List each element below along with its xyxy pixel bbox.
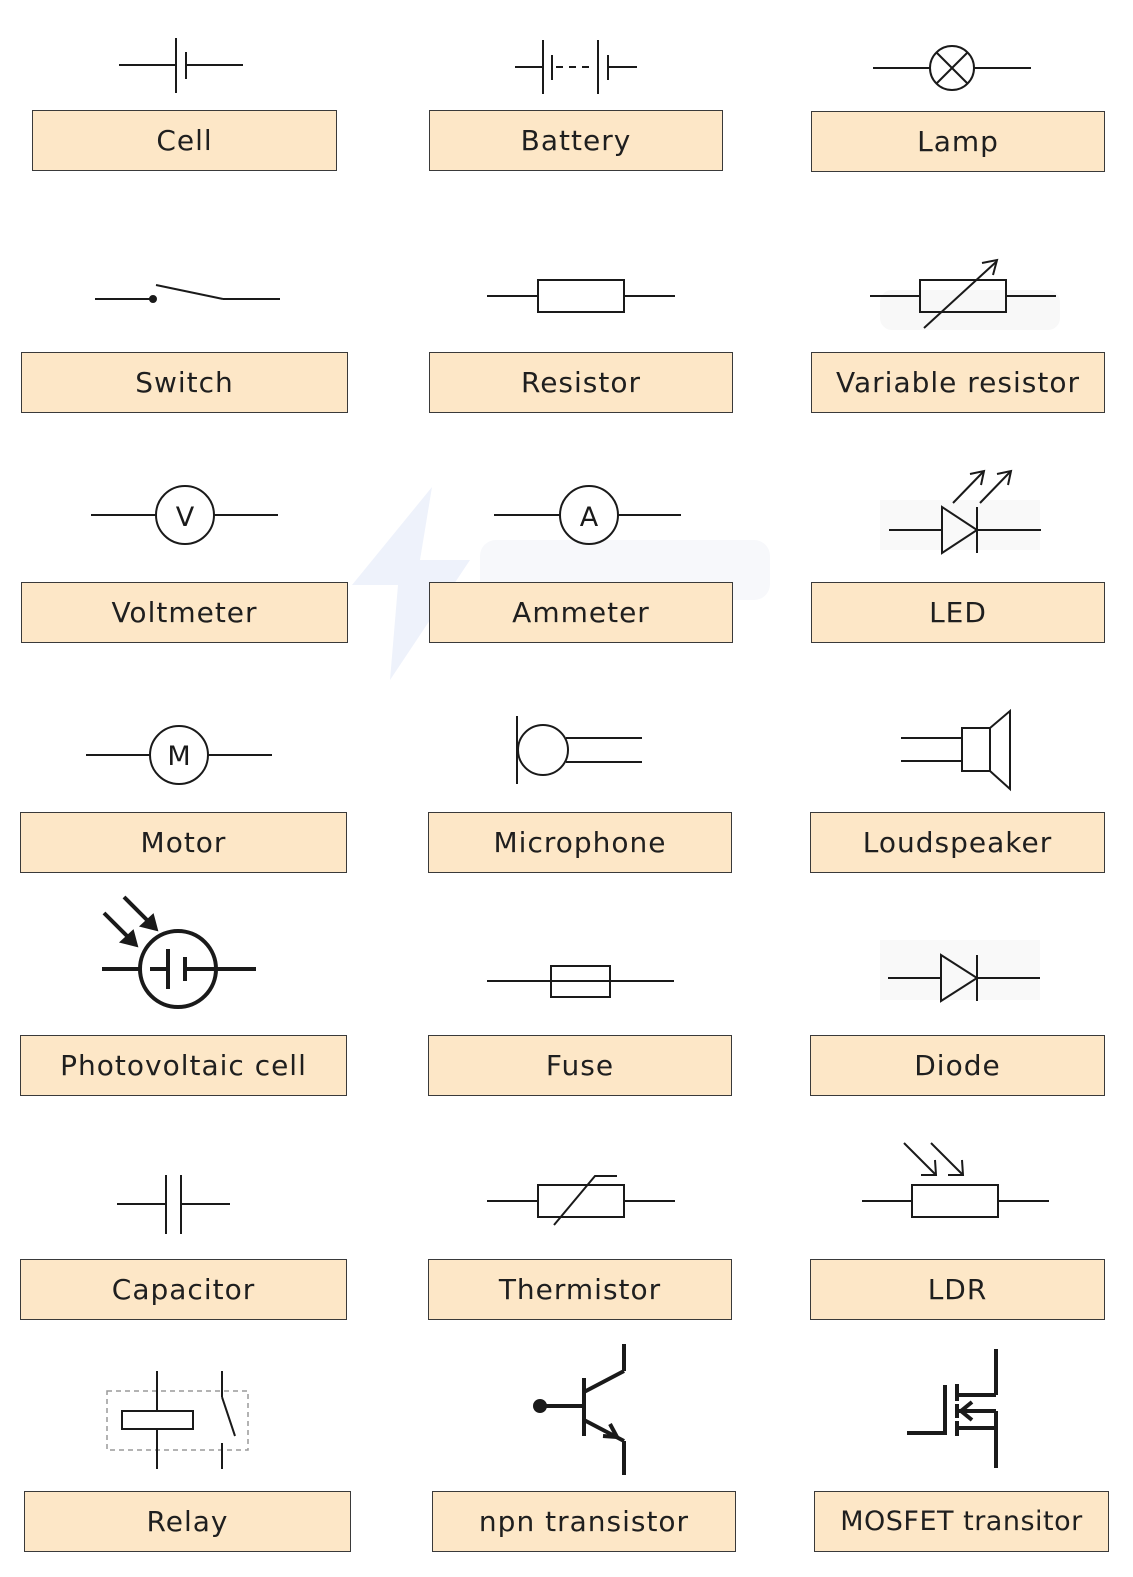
label-battery: Battery <box>429 110 723 171</box>
switch-symbol <box>95 284 280 303</box>
photovoltaic-cell-symbol <box>102 895 256 1009</box>
npn-transistor-symbol <box>533 1344 626 1475</box>
resistor-symbol <box>487 279 675 313</box>
mosfet-symbol <box>907 1349 998 1468</box>
led-symbol <box>889 469 1041 555</box>
label-npn-transistor: npn transistor <box>432 1491 736 1552</box>
diode-symbol <box>888 953 1040 1003</box>
label-ammeter: Ammeter <box>429 582 733 643</box>
label-variable-resistor: Variable resistor <box>811 352 1105 413</box>
voltmeter-letter: V <box>176 502 195 533</box>
label-ldr: LDR <box>810 1259 1105 1320</box>
label-motor: Motor <box>20 812 347 873</box>
label-fuse: Fuse <box>428 1035 732 1096</box>
label-switch: Switch <box>21 352 348 413</box>
label-thermistor: Thermistor <box>428 1259 732 1320</box>
microphone-symbol <box>516 716 642 784</box>
loudspeaker-symbol <box>901 708 1011 792</box>
ldr-symbol <box>862 1142 1049 1218</box>
label-loudspeaker: Loudspeaker <box>810 812 1105 873</box>
label-cell: Cell <box>32 110 337 171</box>
label-resistor: Resistor <box>429 352 733 413</box>
ammeter-symbol: A <box>494 485 681 545</box>
ammeter-letter: A <box>580 502 599 533</box>
motor-symbol: M <box>86 725 272 785</box>
motor-letter: M <box>167 741 190 772</box>
label-relay: Relay <box>24 1491 351 1552</box>
label-lamp: Lamp <box>811 111 1105 172</box>
variable-resistor-symbol <box>870 258 1056 329</box>
label-mosfet: MOSFET transitor <box>814 1491 1109 1552</box>
cell-symbol <box>119 38 243 93</box>
label-microphone: Microphone <box>428 812 732 873</box>
capacitor-symbol <box>117 1175 230 1234</box>
lamp-symbol <box>873 45 1031 91</box>
label-voltmeter: Voltmeter <box>21 582 348 643</box>
thermistor-symbol <box>487 1175 675 1226</box>
voltmeter-symbol: V <box>91 485 278 545</box>
label-led: LED <box>811 582 1105 643</box>
battery-symbol <box>515 40 637 94</box>
label-diode: Diode <box>810 1035 1105 1096</box>
relay-symbol <box>106 1371 249 1469</box>
fuse-symbol <box>487 965 674 998</box>
label-capacitor: Capacitor <box>20 1259 347 1320</box>
label-photovoltaic-cell: Photovoltaic cell <box>20 1035 347 1096</box>
